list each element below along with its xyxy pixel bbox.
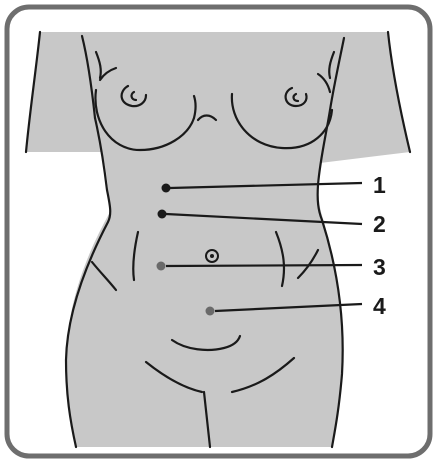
point-4-label: 4 xyxy=(373,293,386,319)
point-3-label: 3 xyxy=(373,254,386,280)
point-2-label: 2 xyxy=(373,211,386,237)
point-1-label: 1 xyxy=(373,172,386,198)
point-4-marker xyxy=(206,307,215,316)
point-1-marker xyxy=(162,184,171,193)
point-3-leader xyxy=(166,265,362,266)
point-2-marker xyxy=(158,210,167,219)
point-3-marker xyxy=(157,262,166,271)
